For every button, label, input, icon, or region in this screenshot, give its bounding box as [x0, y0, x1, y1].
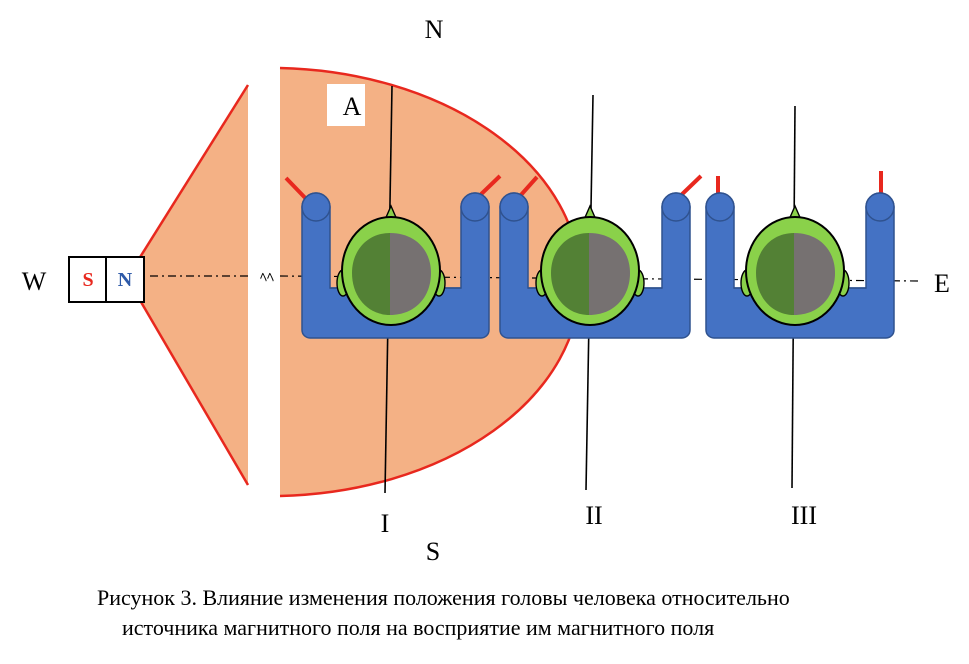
- compass-east: E: [934, 269, 950, 298]
- magnet-north-pole: [105, 256, 145, 303]
- position-label-1: I: [381, 509, 390, 538]
- compass-west: W: [22, 267, 47, 296]
- compass-north: N: [425, 15, 444, 44]
- compass-south: S: [426, 537, 440, 566]
- chair-arm-cap-right-2: [661, 192, 691, 222]
- subject-figure-2: [499, 94, 703, 491]
- region-label: A: [343, 92, 362, 121]
- subject-figure-3: [705, 105, 895, 489]
- position-label-3: III: [791, 501, 817, 530]
- magnet-south-pole: [68, 256, 107, 303]
- head-right-hemisphere-3: [794, 233, 835, 315]
- subject-figure-1: [284, 85, 502, 494]
- head-right-hemisphere-1: [390, 233, 431, 315]
- axis-break-mark: ﾍﾍ: [260, 271, 274, 286]
- region-label-box: [327, 84, 365, 126]
- chair-arm-cap-left-2: [499, 192, 529, 222]
- magnet-n-label: N: [118, 269, 133, 291]
- field-cone: [127, 85, 248, 485]
- head-left-hemisphere-2: [551, 233, 589, 315]
- chair-arm-cap-left-1: [301, 192, 331, 222]
- field-cone-edge-bottom: [125, 277, 250, 486]
- head-right-hemisphere-2: [589, 233, 630, 315]
- chair-arm-cap-right-3: [865, 192, 895, 222]
- head-left-hemisphere-3: [756, 233, 794, 315]
- magnet-s-label: S: [82, 269, 93, 291]
- chair-arm-cap-right-1: [460, 192, 490, 222]
- caption-line-1: Рисунок 3. Влияние изменения положения г…: [97, 585, 790, 610]
- field-cone-edge-top: [125, 84, 250, 279]
- position-label-2: II: [585, 501, 602, 530]
- caption-line-2: источника магнитного поля на восприятие …: [122, 615, 715, 640]
- head-left-hemisphere-1: [352, 233, 390, 315]
- chair-arm-cap-left-3: [705, 192, 735, 222]
